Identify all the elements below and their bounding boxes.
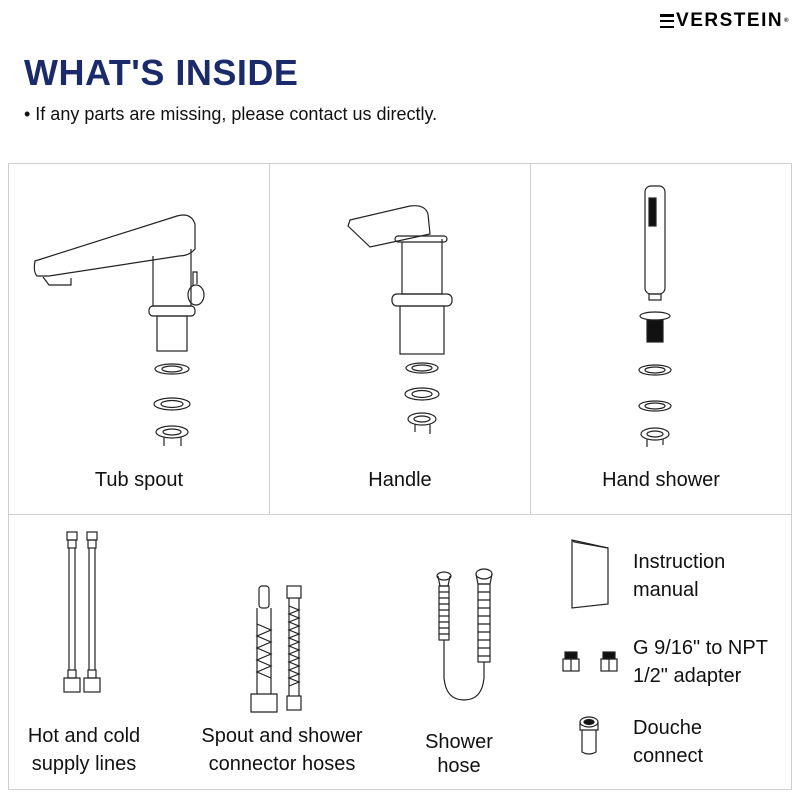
label-shower-hose-2: hose <box>437 755 481 777</box>
label-connector-hoses-2: connector hoses <box>208 753 356 775</box>
label-connector-hoses-1: Spout and shower <box>201 725 363 747</box>
label-tub-spout: Tub spout <box>94 469 184 491</box>
page-title: WHAT'S INSIDE <box>24 52 299 93</box>
supply-lines-icon <box>63 531 101 693</box>
adapter-icon <box>562 651 618 672</box>
top-row: Tub spout Handle <box>9 164 791 515</box>
handle-icon <box>347 205 453 434</box>
item-connector-hoses: Spout and shower connector hoses <box>187 516 377 790</box>
item-shower-hose: Shower hose <box>399 516 519 790</box>
douche-connect-icon <box>579 716 599 755</box>
label-douche-1: Douche <box>633 717 702 739</box>
hand-shower-icon <box>638 185 672 447</box>
label-manual-1: Instruction <box>633 551 726 573</box>
label-handle: Handle <box>368 469 432 491</box>
label-manual-2: manual <box>633 579 699 601</box>
manual-icon <box>571 539 609 609</box>
label-adapter-1: G 9/16" to NPT <box>633 637 768 659</box>
missing-parts-note: • If any parts are missing, please conta… <box>24 104 438 124</box>
item-hand-shower: Hand shower <box>531 164 791 514</box>
brand-name: VERSTEIN <box>676 10 784 31</box>
item-tub-spout: Tub spout <box>9 164 270 514</box>
item-handle: Handle <box>270 164 531 514</box>
item-supply-lines: Hot and cold supply lines <box>9 516 159 790</box>
brand-e-mark-icon <box>660 14 675 28</box>
label-shower-hose-1: Shower <box>425 731 493 753</box>
label-douche-2: connect <box>633 745 704 767</box>
label-supply-lines-1: Hot and cold <box>27 725 141 747</box>
label-hand-shower: Hand shower <box>602 469 720 491</box>
tub-spout-icon <box>33 214 205 446</box>
registered-mark: ® <box>784 18 790 24</box>
label-adapter-2: 1/2" adapter <box>633 665 742 687</box>
contents-grid: Tub spout Handle <box>8 163 792 790</box>
connector-hoses-icon <box>250 585 302 713</box>
brand-logo: VERSTEIN ® <box>660 10 790 32</box>
label-supply-lines-2: supply lines <box>31 753 137 775</box>
shower-hose-icon <box>436 568 493 701</box>
bottom-row: Hot and cold supply lines Spout and show… <box>9 516 791 790</box>
